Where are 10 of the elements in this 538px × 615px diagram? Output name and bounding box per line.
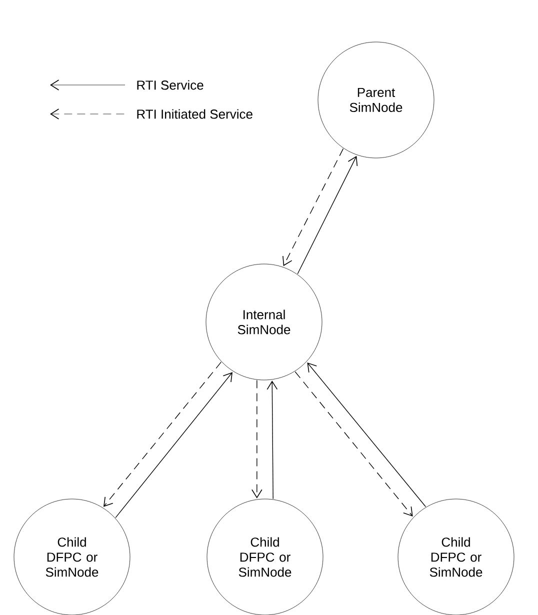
legend-text: RTI Initiated Service [137,109,252,119]
arrow [252,380,262,498]
arrow [115,372,233,518]
arrow [282,148,344,266]
arrow [307,362,426,508]
arrow [103,362,222,507]
arrow [266,380,278,500]
arrow [297,156,358,274]
legend-text: RTI Service [137,80,204,90]
arrow [294,371,413,517]
